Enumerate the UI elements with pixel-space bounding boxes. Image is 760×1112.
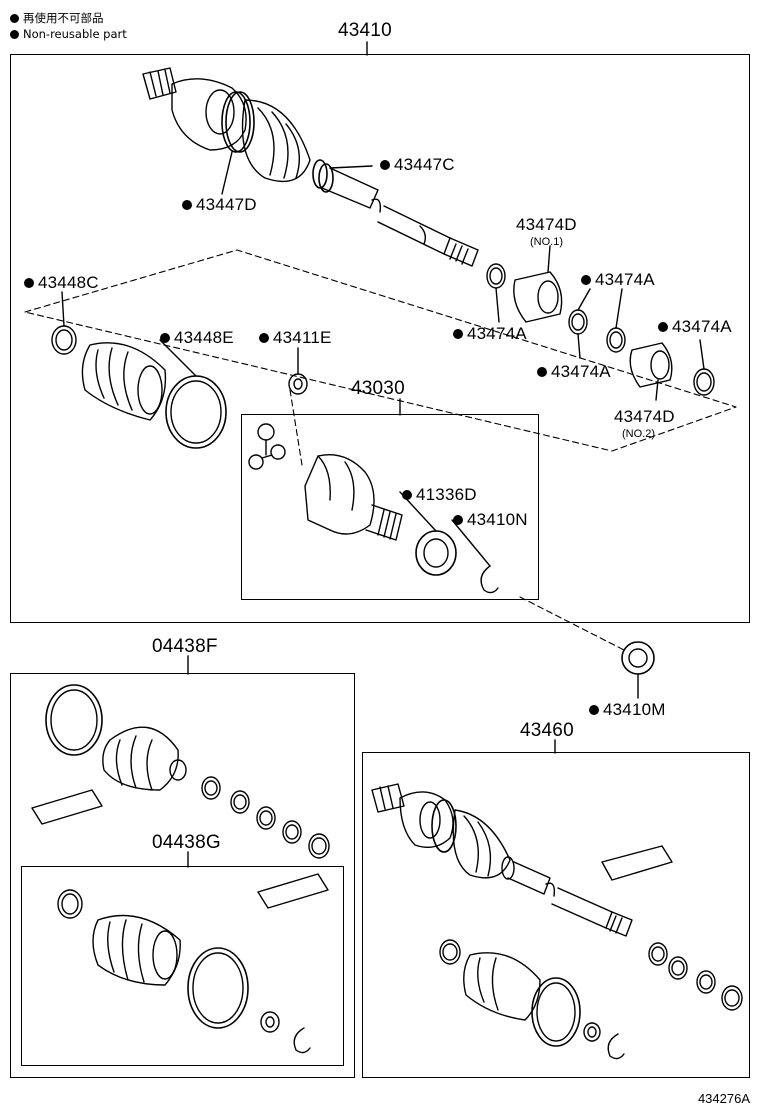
bullet-icon — [10, 30, 19, 39]
label-04438G: 04438G — [152, 832, 221, 853]
label-43474A-4: 43474A — [551, 362, 611, 381]
label-43474A-3: 43474A — [672, 317, 732, 336]
label-43448E: 43448E — [174, 328, 234, 347]
legend-text-japanese: 再使用不可部品 — [23, 11, 104, 25]
label-no1: (NO.1) — [530, 236, 563, 248]
rh-assembly-frame — [362, 752, 750, 1078]
legend-japanese: 再使用不可部品 — [10, 10, 104, 26]
label-no2: (NO.2) — [622, 428, 655, 440]
label-43474D-no2: 43474D — [614, 407, 675, 426]
label-43447C: 43447C — [394, 155, 455, 174]
label-43448C: 43448C — [38, 273, 99, 292]
label-43411E: 43411E — [273, 328, 332, 347]
kit-g-frame — [21, 866, 344, 1066]
label-04438F: 04438F — [152, 636, 218, 657]
diagram-reference-number: 434276A — [697, 1091, 750, 1106]
main-assembly-frame — [10, 54, 750, 623]
label-43474A-1: 43474A — [595, 270, 655, 289]
legend-english: Non-reusable part — [10, 27, 127, 41]
legend-text-english: Non-reusable part — [23, 27, 127, 41]
label-43410N: 43410N — [467, 510, 528, 529]
label-43474D-no1: 43474D — [516, 215, 577, 234]
inner-joint-frame — [241, 414, 539, 600]
label-43474A-2: 43474A — [467, 324, 527, 343]
label-43447D: 43447D — [196, 195, 257, 214]
label-43410M: 43410M — [603, 700, 666, 719]
label-43410: 43410 — [338, 20, 392, 41]
label-43460: 43460 — [520, 720, 574, 741]
label-41336D: 41336D — [416, 485, 477, 504]
label-43030: 43030 — [351, 378, 405, 399]
kit-f-frame — [10, 673, 355, 1078]
bullet-icon — [10, 14, 19, 23]
